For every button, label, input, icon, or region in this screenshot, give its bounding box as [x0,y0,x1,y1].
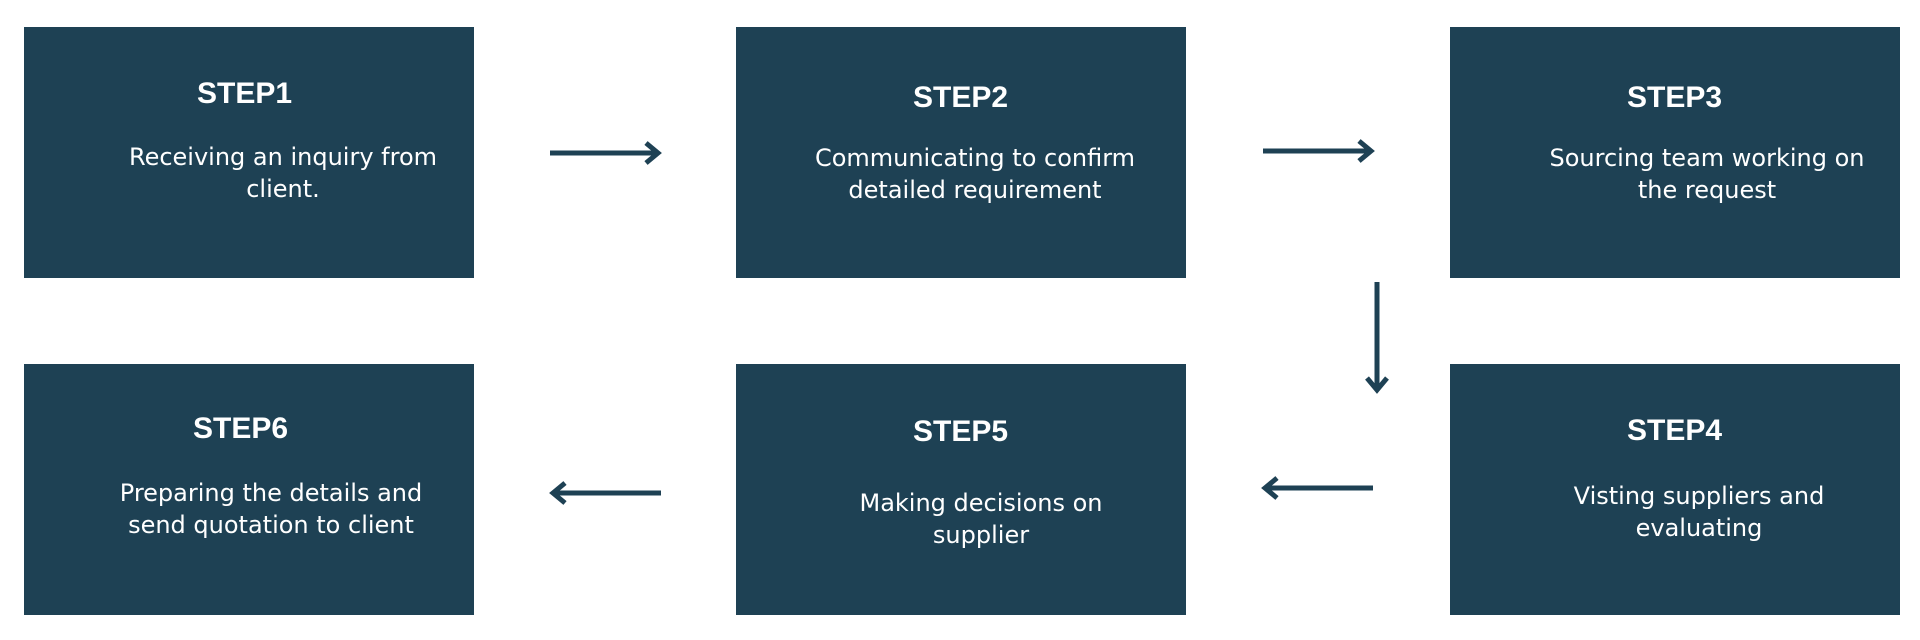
step-6-box: STEP6 Preparing the details and send quo… [24,364,474,615]
step-4-title: STEP4 [1627,414,1723,447]
step-1-title: STEP1 [197,77,293,110]
step-5-title: STEP5 [913,415,1009,448]
arrow-left-icon [547,480,663,506]
step-3-description-line-2: the request [1637,176,1777,204]
step-6-title: STEP6 [193,412,289,445]
step-1-description: Receiving an inquiry from client. [58,141,508,205]
step-5-description: Making decisions on supplier [756,487,1206,551]
arrow-left-icon [1259,475,1375,501]
step-4-description-line-2: evaluating [1635,514,1763,542]
step-3-description-line-1: Sourcing team working on [1549,144,1865,172]
step-4-description: Visting suppliers and evaluating [1474,480,1920,544]
step-3-title: STEP3 [1627,81,1723,114]
step-2-description: Communicating to confirm detailed requir… [750,142,1200,206]
step-1-box: STEP1 Receiving an inquiry from client. [24,27,474,278]
step-4-box: STEP4 Visting suppliers and evaluating [1450,364,1900,615]
step-6-description-line-2: send quotation to client [128,511,414,539]
step-1-description-line-1: Receiving an inquiry from [128,143,438,171]
arrow-right-icon [1261,138,1377,164]
step-2-description-line-1: Communicating to confirm [814,144,1136,172]
step-2-box: STEP2 Communicating to confirm detailed … [736,27,1186,278]
step-6-description-line-1: Preparing the details and [119,479,423,507]
step-3-description: Sourcing team working on the request [1482,142,1920,206]
step-5-description-line-2: supplier [932,521,1030,549]
step-5-description-line-1: Making decisions on [859,489,1103,517]
step-2-description-line-2: detailed requirement [848,176,1102,204]
step-3-box: STEP3 Sourcing team working on the reque… [1450,27,1900,278]
step-1-description-line-2: client. [246,175,320,203]
arrow-right-icon [548,140,664,166]
step-5-box: STEP5 Making decisions on supplier [736,364,1186,615]
step-6-description: Preparing the details and send quotation… [46,477,496,541]
arrow-down-icon [1364,280,1390,396]
step-2-title: STEP2 [913,81,1009,114]
step-4-description-line-1: Visting suppliers and [1573,482,1825,510]
